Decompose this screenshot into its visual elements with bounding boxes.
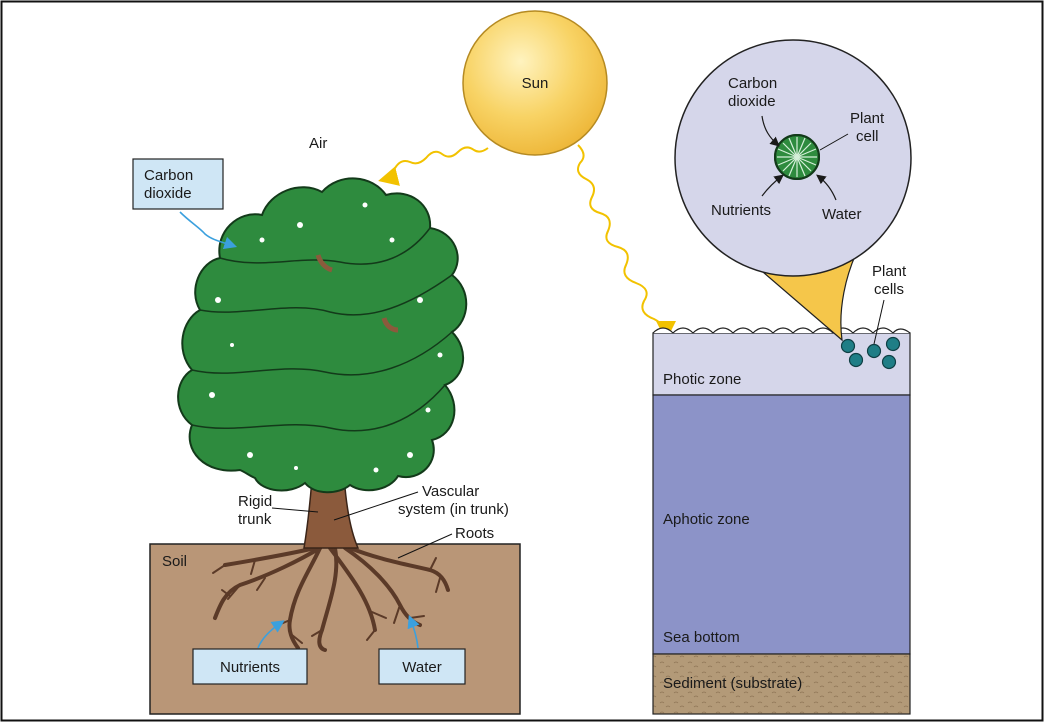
photic-zone-label: Photic zone (663, 371, 741, 388)
inset-water-label: Water (822, 206, 861, 223)
sun-ray-to-ocean (577, 144, 676, 341)
soil-block (149, 543, 521, 715)
inset-plant-cell-label-line1: Plant (850, 110, 885, 127)
sun-disc (462, 10, 608, 156)
rigid-trunk-leader (271, 507, 319, 513)
plant-cell (774, 134, 820, 180)
inset-carbon-label-line1: Carbon (728, 75, 777, 92)
plant-cells-label-line2: cells (874, 281, 904, 298)
rigid-trunk-label-line2: trunk (238, 511, 272, 528)
photic-zone (652, 332, 911, 396)
rigid-trunk-label-line1: Rigid (238, 493, 272, 510)
water-arrow (407, 615, 420, 649)
plant-cells-cluster (840, 336, 901, 370)
vascular-label-line1: Vascular (422, 483, 479, 500)
carbon-dioxide-box-line2: dioxide (144, 185, 192, 202)
plant-cells-leader (873, 299, 885, 345)
air-label: Air (309, 135, 327, 152)
inset-plant-cell-label-line2: cell (856, 128, 879, 145)
sun-label: Sun (522, 75, 549, 92)
sun: Sun (462, 10, 608, 156)
inset-water-arrow (816, 174, 837, 201)
vascular-leader (333, 491, 419, 521)
aphotic-zone (652, 394, 911, 655)
inset-plant-cell-leader (819, 133, 849, 151)
inset-nutrients-label: Nutrients (711, 202, 771, 219)
roots-leader (397, 533, 453, 559)
nutrients-box-label: Nutrients (220, 659, 280, 676)
sediment-layer (652, 653, 911, 715)
vascular-label-line2: system (in trunk) (398, 501, 509, 518)
sediment-label: Sediment (substrate) (663, 675, 802, 692)
water-box (378, 648, 466, 685)
co2-arrow (179, 211, 238, 250)
inset-nutrients-arrow (761, 174, 784, 197)
carbon-dioxide-box-line1: Carbon (144, 167, 193, 184)
sun-ray-to-tree (378, 146, 489, 186)
carbon-dioxide-box (132, 158, 224, 210)
nutrients-arrow (257, 620, 285, 649)
inset-carbon-label-line2: dioxide (728, 93, 776, 110)
inset-co2-arrow (761, 115, 780, 147)
water-surface (652, 327, 911, 334)
roots-label: Roots (455, 525, 494, 542)
soil-label: Soil (162, 553, 187, 570)
nutrients-box (192, 648, 308, 685)
tree-canopy (177, 177, 468, 494)
plant-cells-label-line1: Plant (872, 263, 907, 280)
sea-bottom-label: Sea bottom (663, 629, 740, 646)
water-box-label: Water (402, 659, 441, 676)
aphotic-zone-label: Aphotic zone (663, 511, 750, 528)
